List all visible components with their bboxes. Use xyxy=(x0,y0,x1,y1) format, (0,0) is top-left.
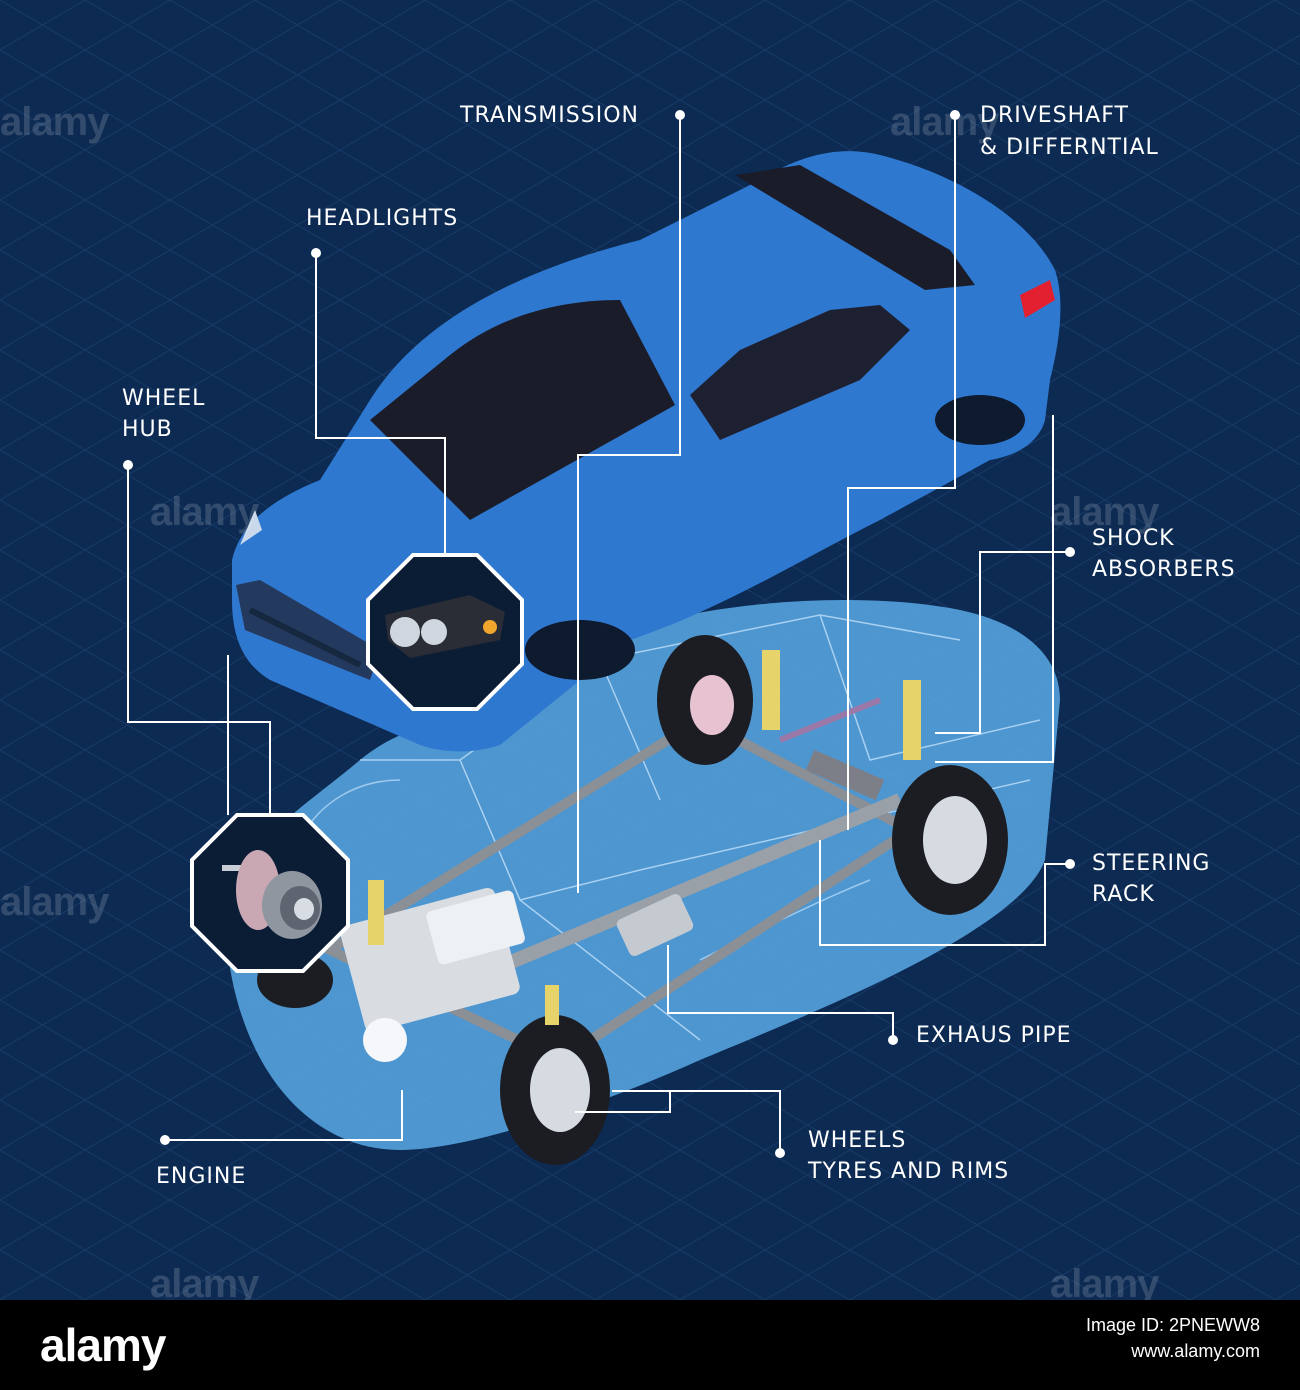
line-engine xyxy=(165,1090,403,1141)
footer-bar: alamy Image ID: 2PNEWW8 www.alamy.com xyxy=(0,1300,1300,1390)
label-steering-line2: RACK xyxy=(1092,882,1155,907)
site-url-text: www.alamy.com xyxy=(1131,1341,1260,1361)
shock-absorbers xyxy=(368,650,921,1025)
image-id-text: Image ID: 2PNEWW8 xyxy=(1085,1315,1260,1335)
label-driveshaft-line2: & DIFFERNTIAL xyxy=(980,135,1159,160)
dot-steering xyxy=(1065,859,1075,869)
label-wheel-hub-line1: WHEEL xyxy=(122,386,206,411)
watermark: alamy xyxy=(0,100,109,144)
line-driveshaft xyxy=(847,115,956,830)
line-shock-2 xyxy=(935,415,1054,763)
line-exhaust xyxy=(667,945,894,1040)
headlight-inset xyxy=(366,553,524,711)
line-headlights xyxy=(315,253,446,555)
label-steering-line1: STEERING xyxy=(1092,851,1211,876)
label-headlights: HEADLIGHTS xyxy=(306,206,459,231)
label-transmission: TRANSMISSION xyxy=(460,103,639,128)
dot-shock xyxy=(1065,547,1075,557)
wheel-hub-inset xyxy=(190,813,350,973)
watermark: alamy xyxy=(150,1262,259,1300)
label-engine: ENGINE xyxy=(156,1164,247,1189)
callout-lines xyxy=(127,115,1070,1153)
dot-transmission xyxy=(675,110,685,120)
footer-image-id: Image ID: 2PNEWW8 www.alamy.com xyxy=(1086,1312,1260,1364)
diagram-art xyxy=(0,0,1300,1300)
dot-engine xyxy=(160,1135,170,1145)
watermark: alamy xyxy=(890,100,999,144)
footer-logo: alamy xyxy=(40,1319,166,1371)
watermark: alamy xyxy=(1050,1262,1159,1300)
label-shock-line2: ABSORBERS xyxy=(1092,557,1236,582)
dot-driveshaft xyxy=(950,110,960,120)
dot-headlights xyxy=(311,248,321,258)
callout-dots xyxy=(123,110,1075,1158)
line-transmission xyxy=(577,115,681,893)
line-steering xyxy=(819,840,1070,946)
diagram-stage: alamy alamy alamy alamy alamy alamy alam… xyxy=(0,0,1300,1300)
label-wheel-hub-line2: HUB xyxy=(122,417,173,442)
wheels xyxy=(257,635,1008,1165)
label-wheels-line1: WHEELS xyxy=(808,1128,907,1153)
watermark: alamy xyxy=(150,490,259,534)
dot-exhaust xyxy=(888,1035,898,1045)
watermark: alamy xyxy=(1050,490,1159,534)
label-shock-line1: SHOCK xyxy=(1092,526,1175,551)
dot-wheels xyxy=(775,1148,785,1158)
line-wheel-hub xyxy=(127,465,271,820)
dot-wheel-hub xyxy=(123,460,133,470)
watermark: alamy xyxy=(0,880,109,924)
label-exhaust: EXHAUS PIPE xyxy=(916,1023,1072,1048)
label-wheels-line2: TYRES AND RIMS xyxy=(808,1159,1010,1184)
label-driveshaft-line1: DRIVESHAFT xyxy=(980,103,1129,128)
line-shock xyxy=(935,551,1070,734)
